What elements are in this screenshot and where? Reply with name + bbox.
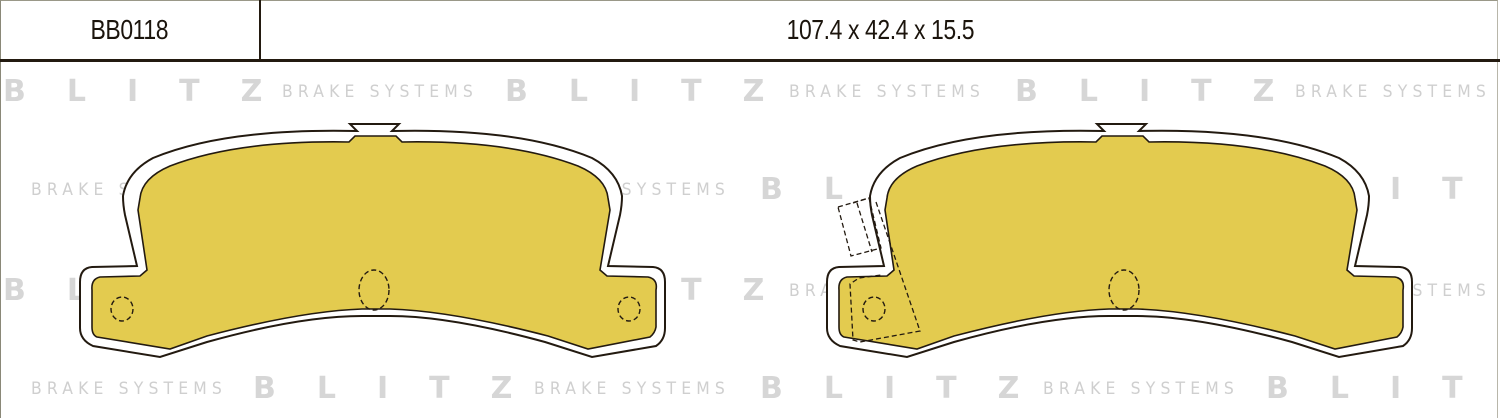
watermark-tagline: BRAKE SYSTEMS [789,82,986,102]
wear-sensor-icon [837,197,921,343]
watermark-brand: BLITZ [1266,371,1500,406]
part-code-cell: BB0118 [0,0,261,59]
header-table: BB0118 107.4 x 42.4 x 15.5 [0,0,1500,62]
part-code: BB0118 [90,13,169,45]
friction-material [91,135,658,350]
watermark-brand: BLITZ [760,371,1061,406]
piston-contact-icon [1108,269,1140,311]
watermark-tagline: BRAKE SYSTEMS [31,379,228,399]
rivet-hole-icon [862,296,886,322]
dimensions-cell: 107.4 x 42.4 x 15.5 [261,0,1500,59]
friction-material [838,135,1405,350]
right-brake-pad [826,123,1413,359]
piston-contact-icon [358,269,390,311]
watermark-brand: BLITZ [253,371,554,406]
watermark-tagline: BRAKE SYSTEMS [1043,379,1240,399]
watermark-tagline: BRAKE SYSTEMS [282,82,479,102]
watermark-brand: BLITZ [1015,74,1316,109]
watermark-brand: BLITZ [3,74,304,109]
rivet-hole-icon [617,296,641,322]
left-brake-pad [79,123,666,359]
dimensions: 107.4 x 42.4 x 15.5 [786,13,975,45]
watermark-tagline: BRAKE SYSTEMS [534,379,731,399]
watermark-tagline: BRAKE SYSTEMS [1295,82,1492,102]
watermark-brand: BLITZ [505,74,806,109]
rivet-hole-icon [110,296,134,322]
